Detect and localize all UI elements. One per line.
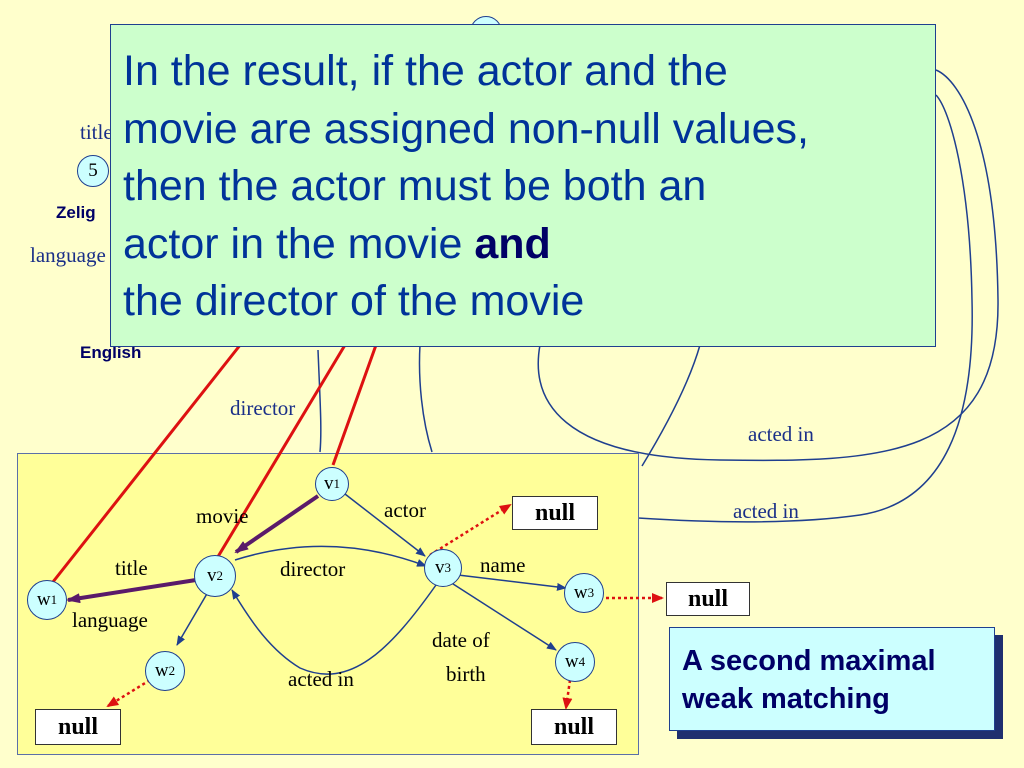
label-director: director (280, 557, 346, 581)
zelig-value: Zelig (56, 203, 96, 222)
data-graph-edge (418, 344, 433, 453)
label-movie: movie (196, 504, 249, 528)
data-graph-edge (637, 94, 973, 523)
label-title: title (115, 556, 148, 580)
explanation-callout: In the result, if the actor and the movi… (110, 24, 936, 347)
callout-line-3: then the actor must be both an (123, 162, 707, 210)
callout-bold-and: and (474, 219, 551, 268)
acted-in-edge-label-bg-2: acted in (733, 499, 799, 523)
callout-line-5: the director of the movie (123, 277, 585, 325)
label-acted-in: acted in (288, 667, 354, 691)
callout-line-2: movie are assigned non-null values, (123, 104, 810, 153)
caption-line-2: weak matching (682, 683, 890, 715)
label-birth: birth (446, 662, 486, 686)
null-box-w2: null (35, 709, 121, 745)
caption-box: A second maximal weak matching (669, 627, 995, 731)
data-node-5: 5 (77, 155, 109, 187)
callout-line-1: In the result, if the actor and the (123, 47, 728, 95)
label-name: name (480, 553, 526, 577)
title-edge-label-bg: title (80, 120, 113, 144)
null-box-w4: null (531, 709, 617, 745)
null-box-actor: null (512, 496, 598, 530)
label-date-of: date of (432, 628, 490, 652)
acted-in-edge-label-bg-1: acted in (748, 422, 814, 446)
data-graph-edge (537, 69, 999, 462)
data-graph-edge (641, 344, 701, 467)
language-edge-label-bg: language (30, 243, 106, 267)
callout-line-4-text: actor in the movie (123, 219, 475, 268)
null-box-w3: null (666, 582, 750, 616)
data-graph-edge (317, 349, 322, 453)
label-language: language (72, 608, 148, 632)
director-edge-label-bg: director (230, 396, 296, 420)
caption-line-1: A second maximal (682, 645, 936, 677)
callout-line-4: actor in the movie and (123, 216, 935, 274)
label-actor: actor (384, 498, 426, 522)
